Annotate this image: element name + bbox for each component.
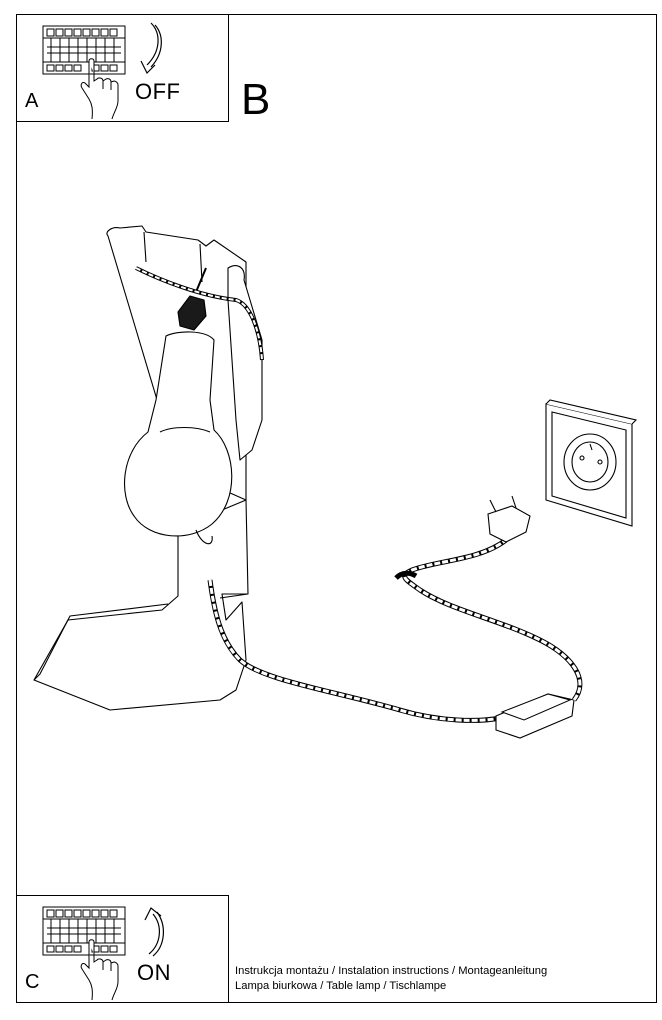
- lamp-hook-panel: [227, 265, 263, 461]
- power-on-label: ON: [137, 960, 171, 985]
- circuit-breaker-panel-icon: [42, 25, 126, 75]
- panel-b-letter: B: [241, 75, 271, 124]
- power-off-label: OFF: [135, 79, 181, 104]
- inline-cord-switch-icon: [495, 693, 575, 739]
- upward-curved-arrow-icon: [144, 907, 164, 957]
- instruction-sheet-frame: [16, 14, 657, 1003]
- wall-socket-icon: [545, 399, 638, 527]
- panel-c-power-on: C ON: [16, 895, 229, 1003]
- panel-a-power-off: A OFF: [16, 14, 229, 122]
- pointing-hand-icon: [80, 939, 119, 1001]
- pointing-hand-icon: [80, 58, 119, 120]
- power-plug-icon: [487, 495, 531, 543]
- instructions-caption: Instrukcja montażu / Instalation instruc…: [235, 964, 547, 994]
- lamp-socket-holder: [177, 295, 207, 331]
- downward-curved-arrow-icon: [140, 22, 162, 75]
- caption-line-2: Lampa biurkowa / Table lamp / Tischlampe: [235, 980, 447, 992]
- caption-line-1: Instrukcja montażu / Instalation instruc…: [235, 965, 548, 977]
- panel-c-letter: C: [25, 971, 40, 993]
- panel-a-letter: A: [25, 90, 39, 112]
- circuit-breaker-panel-icon: [42, 906, 126, 956]
- light-bulb: [124, 331, 233, 537]
